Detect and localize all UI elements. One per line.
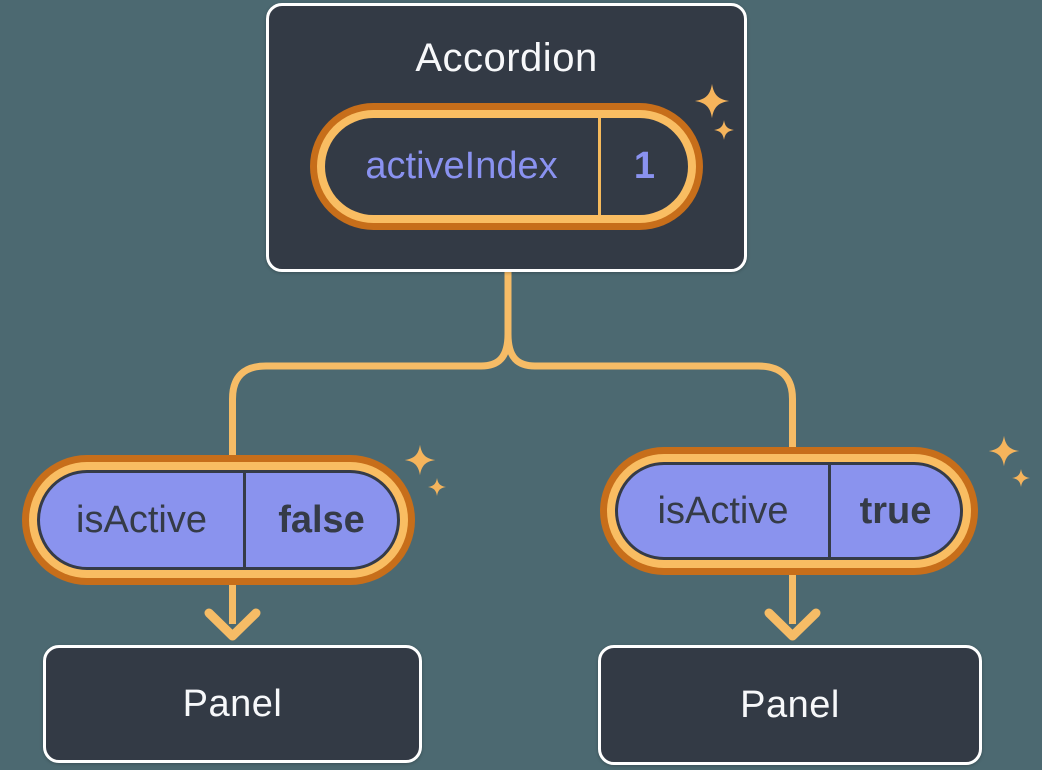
arrowhead-left-icon bbox=[204, 608, 261, 641]
panel-left-title: Panel bbox=[182, 682, 283, 725]
panel-right-title: Panel bbox=[740, 683, 840, 726]
sparkle-icon bbox=[428, 478, 446, 496]
prop-pill-left-label: isActive bbox=[76, 498, 207, 541]
sparkle-icon bbox=[404, 444, 436, 476]
prop-pill-left-value: false bbox=[278, 498, 365, 541]
state-pill-body: activeIndex 1 bbox=[325, 118, 688, 215]
prop-pill-right-body: isActive true bbox=[615, 462, 963, 560]
state-pill: activeIndex 1 bbox=[310, 103, 703, 230]
connector-branch-left bbox=[229, 333, 512, 624]
prop-pill-right-value: true bbox=[859, 489, 932, 532]
prop-pill-left-divider bbox=[243, 473, 246, 567]
prop-pill-left-body: isActive false bbox=[37, 470, 400, 570]
prop-pill-right-divider bbox=[828, 465, 831, 557]
prop-pill-right-label: isActive bbox=[657, 489, 789, 532]
state-pill-divider bbox=[598, 118, 601, 215]
sparkle-icon bbox=[714, 120, 734, 140]
sparkle-icon bbox=[1012, 469, 1030, 487]
sparkle-icon bbox=[694, 83, 730, 119]
prop-pill-left-ring: isActive false bbox=[29, 462, 408, 578]
connector-branch-right bbox=[504, 333, 796, 624]
panel-node-left: Panel bbox=[43, 645, 422, 763]
panel-node-right: Panel bbox=[598, 645, 982, 765]
prop-pill-right: isActive true bbox=[600, 447, 978, 575]
prop-pill-left: isActive false bbox=[22, 455, 415, 585]
state-pill-label: activeIndex bbox=[365, 145, 558, 187]
accordion-title: Accordion bbox=[415, 36, 598, 80]
sparkle-icon bbox=[988, 435, 1020, 467]
arrowhead-right-icon bbox=[764, 608, 821, 641]
state-pill-value: 1 bbox=[633, 145, 656, 187]
prop-pill-right-ring: isActive true bbox=[607, 454, 971, 568]
state-pill-ring: activeIndex 1 bbox=[317, 110, 696, 223]
